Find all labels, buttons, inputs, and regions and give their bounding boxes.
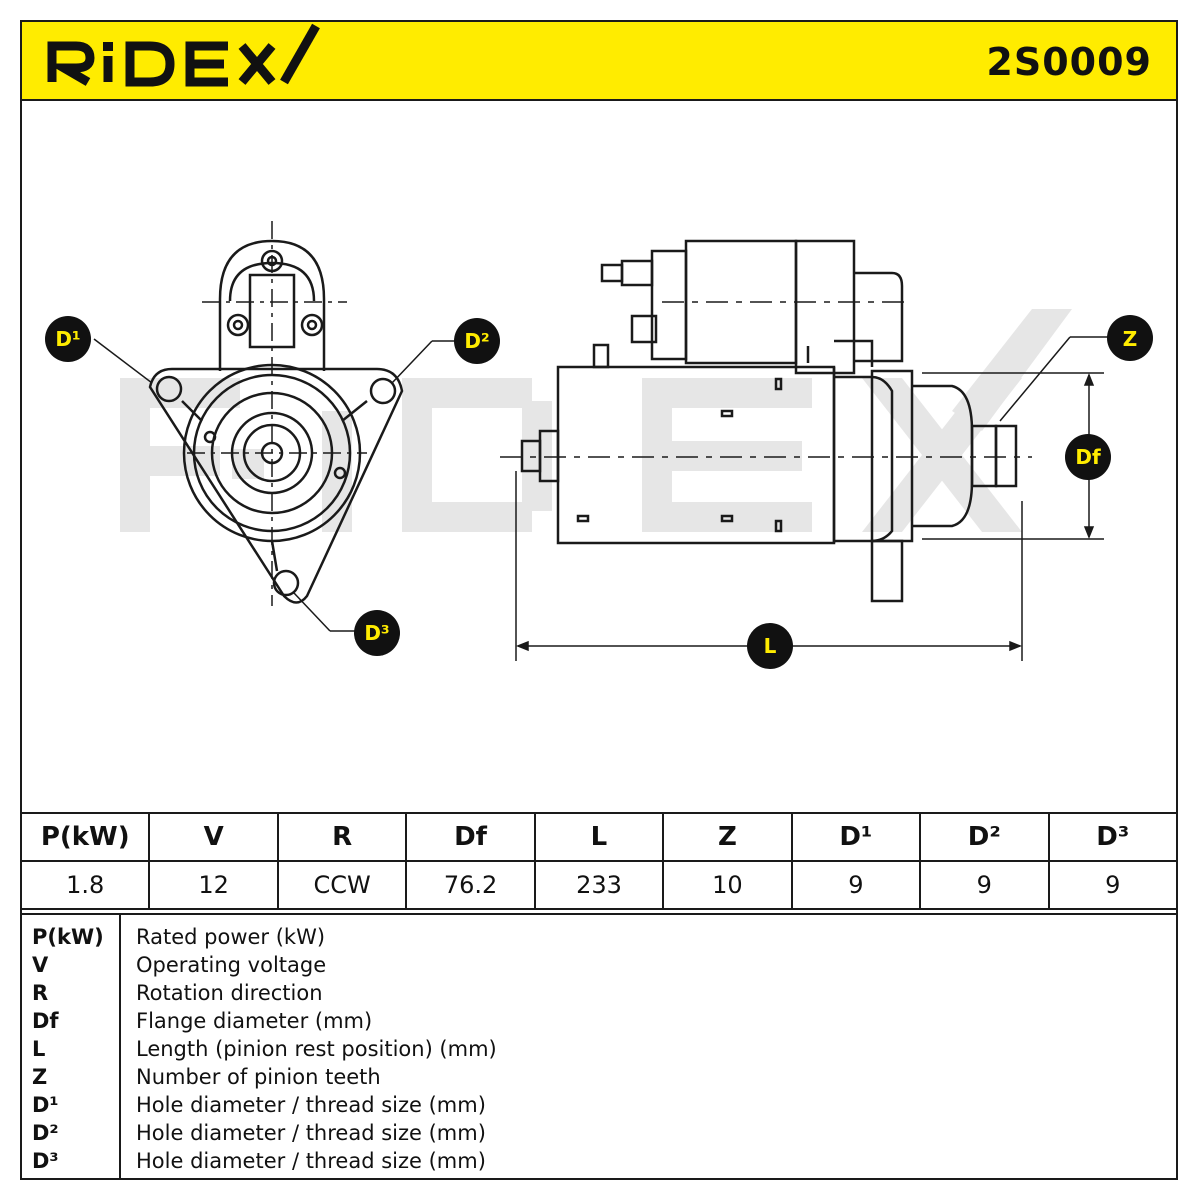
legend-key: D³	[32, 1149, 59, 1173]
spec-header-cell: D¹	[790, 812, 922, 862]
legend-desc: Number of pinion teeth	[136, 1065, 381, 1089]
callout-d1: D¹	[45, 316, 91, 362]
legend-key: R	[32, 981, 49, 1005]
legend-row: D³ Hole diameter / thread size (mm)	[20, 1149, 1170, 1177]
spec-value-row: 1.8 12 CCW 76.2 233 10 9 9 9	[19, 860, 1178, 910]
part-number: 2S0009	[986, 40, 1152, 84]
side-view	[500, 239, 1032, 603]
spec-header-cell: P(kW)	[19, 812, 151, 862]
legend-key: P(kW)	[32, 925, 104, 949]
legend: P(kW) Rated power (kW) V Operating volta…	[20, 913, 1178, 1180]
legend-row: D¹ Hole diameter / thread size (mm)	[20, 1093, 1170, 1121]
spec-header-cell: V	[148, 812, 279, 862]
spec-header-cell: L	[533, 812, 665, 862]
svg-text:Df: Df	[1075, 445, 1101, 469]
callout-d3: D³	[354, 610, 400, 656]
legend-desc: Rotation direction	[136, 981, 323, 1005]
legend-row: P(kW) Rated power (kW)	[20, 925, 1170, 953]
spec-value-cell: 9	[1047, 860, 1178, 910]
header-bar: 2S0009	[22, 22, 1176, 101]
callout-df: Df	[1065, 434, 1111, 480]
callout-z: Z	[1107, 315, 1153, 361]
spec-table: P(kW) V R Df L Z D¹ D² D³ 1.8 12 CCW 76.…	[19, 812, 1178, 910]
spec-value-cell: 233	[533, 860, 665, 910]
legend-row: D² Hole diameter / thread size (mm)	[20, 1121, 1170, 1149]
svg-text:D²: D²	[464, 329, 489, 353]
document-frame	[20, 20, 1178, 1180]
spec-value-cell: 10	[662, 860, 793, 910]
svg-text:D³: D³	[364, 621, 389, 645]
legend-row: V Operating voltage	[20, 953, 1170, 981]
watermark-logo	[120, 309, 1072, 532]
callout-l: L	[747, 623, 793, 669]
legend-desc: Rated power (kW)	[136, 925, 326, 949]
legend-row: L Length (pinion rest position) (mm)	[20, 1037, 1170, 1065]
spec-header-cell: D³	[1047, 812, 1178, 862]
legend-key: L	[32, 1037, 46, 1061]
svg-text:D¹: D¹	[55, 327, 80, 351]
legend-key: Z	[32, 1065, 48, 1089]
svg-text:Z: Z	[1123, 327, 1138, 351]
ridex-logo	[47, 23, 320, 87]
callout-d2: D²	[454, 318, 500, 364]
spec-header-cell: Df	[405, 812, 536, 862]
svg-text:L: L	[764, 634, 777, 658]
legend-desc: Hole diameter / thread size (mm)	[136, 1149, 486, 1173]
spec-value-cell: CCW	[276, 860, 408, 910]
spec-value-cell: 1.8	[19, 860, 151, 910]
spec-value-cell: 9	[790, 860, 922, 910]
legend-key: D¹	[32, 1093, 59, 1117]
legend-divider	[119, 915, 121, 1180]
spec-header-row: P(kW) V R Df L Z D¹ D² D³	[19, 812, 1178, 862]
legend-row: Df Flange diameter (mm)	[20, 1009, 1170, 1037]
legend-desc: Flange diameter (mm)	[136, 1009, 373, 1033]
spec-value-cell: 9	[919, 860, 1050, 910]
legend-key: Df	[32, 1009, 59, 1033]
legend-desc: Hole diameter / thread size (mm)	[136, 1121, 486, 1145]
legend-desc: Length (pinion rest position) (mm)	[136, 1037, 497, 1061]
dimension-lines	[93, 336, 1108, 661]
spec-value-cell: 12	[148, 860, 279, 910]
legend-desc: Hole diameter / thread size (mm)	[136, 1093, 486, 1117]
legend-row: R Rotation direction	[20, 981, 1170, 1009]
spec-header-cell: D²	[919, 812, 1050, 862]
legend-desc: Operating voltage	[136, 953, 327, 977]
technical-drawing: D¹ D² D³ Z Df L	[45, 221, 1153, 669]
front-view	[148, 221, 404, 606]
legend-row: Z Number of pinion teeth	[20, 1065, 1170, 1093]
legend-key: D²	[32, 1121, 59, 1145]
spec-header-cell: R	[276, 812, 408, 862]
legend-key: V	[32, 953, 49, 977]
spec-value-cell: 76.2	[405, 860, 536, 910]
spec-header-cell: Z	[662, 812, 793, 862]
